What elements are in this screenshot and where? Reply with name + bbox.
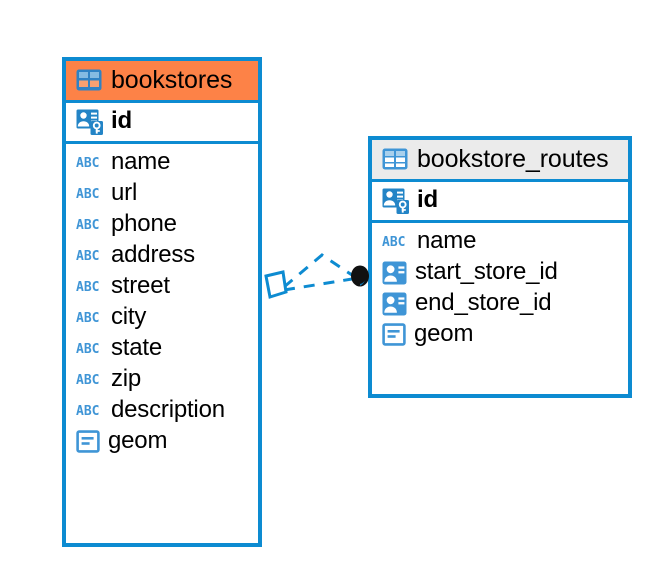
svg-text:ABC: ABC — [76, 187, 99, 202]
column-label: name — [417, 227, 477, 255]
text-type-icon: ABC — [76, 373, 99, 388]
column-label: geom — [414, 320, 474, 348]
column-row-description[interactable]: ABC description — [66, 395, 258, 426]
column-label: state — [111, 334, 163, 362]
entity-header-bookstore-routes[interactable]: bookstore_routes — [372, 140, 628, 179]
column-label: id — [417, 186, 438, 214]
primary-key-section: id — [372, 179, 628, 223]
svg-text:ABC: ABC — [76, 311, 99, 326]
column-row-street[interactable]: ABC street — [66, 271, 258, 302]
foreign-key-icon — [382, 261, 407, 284]
svg-text:ABC: ABC — [76, 156, 99, 171]
entity-bookstore-routes[interactable]: bookstore_routes — [368, 136, 632, 398]
column-label: url — [111, 179, 138, 207]
column-label: name — [111, 148, 171, 176]
text-type-icon: ABC — [76, 311, 99, 326]
column-row-phone[interactable]: ABC phone — [66, 209, 258, 240]
text-type-icon: ABC — [76, 187, 99, 202]
svg-text:ABC: ABC — [76, 280, 99, 295]
column-label: phone — [111, 210, 177, 238]
column-label: id — [111, 107, 132, 135]
text-type-icon: ABC — [76, 156, 99, 171]
column-row-address[interactable]: ABC address — [66, 240, 258, 271]
entity-bookstores[interactable]: bookstores id — [62, 57, 262, 547]
primary-key-icon — [76, 109, 103, 135]
entity-header-bookstores[interactable]: bookstores — [66, 61, 258, 100]
text-type-icon: ABC — [76, 280, 99, 295]
geometry-type-icon — [382, 323, 406, 346]
column-row-url[interactable]: ABC url — [66, 178, 258, 209]
text-type-icon: ABC — [76, 342, 99, 357]
column-label: city — [111, 303, 147, 331]
primary-key-section: id — [66, 100, 258, 144]
text-type-icon: ABC — [76, 218, 99, 233]
geometry-type-icon — [76, 430, 100, 453]
column-label: geom — [108, 427, 168, 455]
column-row-city[interactable]: ABC city — [66, 302, 258, 333]
column-label: address — [111, 241, 195, 269]
column-label: end_store_id — [415, 289, 552, 317]
column-row-zip[interactable]: ABC zip — [66, 364, 258, 395]
relationship-target-marker-circle — [351, 265, 369, 287]
column-row-end-store-id[interactable]: end_store_id — [372, 288, 628, 319]
column-row-name[interactable]: ABC name — [66, 147, 258, 178]
column-row-geom[interactable]: geom — [372, 319, 628, 350]
column-row-state[interactable]: ABC state — [66, 333, 258, 364]
table-icon — [382, 148, 408, 170]
text-type-icon: ABC — [76, 249, 99, 264]
column-row-id[interactable]: id — [372, 185, 628, 216]
column-row-geom[interactable]: geom — [66, 426, 258, 457]
column-row-start-store-id[interactable]: start_store_id — [372, 257, 628, 288]
text-type-icon: ABC — [76, 404, 99, 419]
svg-text:ABC: ABC — [382, 235, 405, 250]
svg-text:ABC: ABC — [76, 249, 99, 264]
relationship-line-end-store-id — [283, 277, 353, 292]
column-label: zip — [111, 365, 142, 393]
column-label: start_store_id — [415, 258, 558, 286]
foreign-key-icon — [382, 292, 407, 315]
entity-title: bookstores — [111, 66, 233, 94]
svg-text:ABC: ABC — [76, 342, 99, 357]
text-type-icon: ABC — [382, 235, 405, 250]
column-row-name[interactable]: ABC name — [372, 226, 628, 257]
table-icon — [76, 69, 102, 91]
svg-text:ABC: ABC — [76, 218, 99, 233]
column-label: street — [111, 272, 170, 300]
svg-text:ABC: ABC — [76, 373, 99, 388]
relationship-line-start-store-id — [283, 253, 353, 289]
primary-key-icon — [382, 188, 409, 214]
relationship-source-marker-diamond — [264, 270, 288, 299]
svg-text:ABC: ABC — [76, 404, 99, 419]
column-label: description — [111, 396, 225, 424]
entity-title: bookstore_routes — [417, 145, 609, 173]
column-row-id[interactable]: id — [66, 106, 258, 137]
